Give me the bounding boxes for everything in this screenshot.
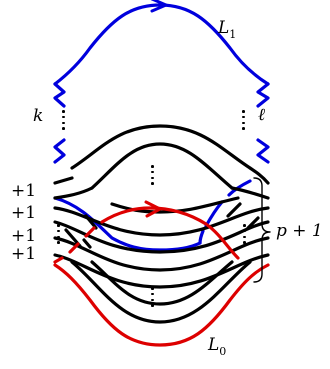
label-p-plus-1: p + 1 bbox=[276, 221, 323, 241]
strand-upper-outer bbox=[70, 124, 252, 170]
L0-red-segment-4 bbox=[100, 206, 240, 260]
L1-left-zigzag-bottom bbox=[53, 138, 66, 164]
L0-arrow-icon bbox=[144, 200, 162, 218]
strand-lower-outer bbox=[70, 260, 252, 324]
strand-mid-5 bbox=[53, 220, 270, 254]
black-strands-upper bbox=[53, 124, 270, 200]
label-ell: ℓ bbox=[258, 105, 266, 125]
L0-red-segment-1 bbox=[53, 256, 64, 264]
L0-red-segment-2 bbox=[68, 242, 80, 254]
framing-label-1: +1 bbox=[11, 181, 37, 201]
framing-label-4: +1 bbox=[11, 244, 37, 264]
ellipsis-right-strands bbox=[243, 224, 246, 247]
strand-right-dash-2 bbox=[246, 216, 260, 230]
ellipsis-center-upper bbox=[151, 165, 154, 188]
strand-upper-inner bbox=[90, 142, 234, 190]
L1-right-zigzag-top bbox=[256, 82, 270, 108]
black-strands-middle bbox=[53, 196, 270, 289]
label-L0: L0 bbox=[208, 335, 227, 358]
strand-mid-3 bbox=[53, 236, 270, 272]
ellipsis-left-framings bbox=[57, 224, 60, 247]
L1-right-segment-3 bbox=[198, 229, 205, 245]
L1-left-zigzag-top bbox=[53, 82, 66, 108]
strand-lower-inner bbox=[90, 260, 234, 306]
strand-left-dash-2 bbox=[84, 214, 98, 230]
strand-mid-4 bbox=[53, 253, 270, 289]
strand-right-dash-1 bbox=[226, 202, 242, 218]
p-plus-1-brace bbox=[253, 177, 271, 283]
strand-left-dash-3 bbox=[82, 238, 92, 249]
L1-right-zigzag-bottom bbox=[256, 138, 270, 164]
L1-lower-left bbox=[53, 196, 202, 252]
framing-label-3: +1 bbox=[11, 226, 37, 246]
strand-right-1 bbox=[230, 186, 270, 200]
strand-left-2 bbox=[53, 186, 94, 200]
ellipsis-right-L1 bbox=[242, 110, 245, 133]
ellipsis-center-lower bbox=[151, 287, 154, 310]
ellipsis-left-L1 bbox=[62, 110, 65, 133]
L0-bottom-arc bbox=[53, 263, 270, 347]
label-k: k bbox=[33, 106, 44, 126]
strand-mid-1 bbox=[53, 206, 270, 237]
L0-red-segment-3 bbox=[84, 226, 96, 238]
component-L1 bbox=[53, 3, 270, 252]
framing-label-2: +1 bbox=[11, 203, 37, 223]
L1-top-arc bbox=[53, 3, 270, 86]
black-strands-lower bbox=[70, 260, 252, 324]
label-L1: L1 bbox=[218, 18, 237, 41]
strand-mid-2 bbox=[110, 196, 240, 214]
component-L0 bbox=[53, 206, 270, 347]
strand-right-2 bbox=[248, 166, 270, 185]
L1-arrow-icon bbox=[150, 0, 168, 13]
strand-left-1 bbox=[53, 176, 74, 185]
